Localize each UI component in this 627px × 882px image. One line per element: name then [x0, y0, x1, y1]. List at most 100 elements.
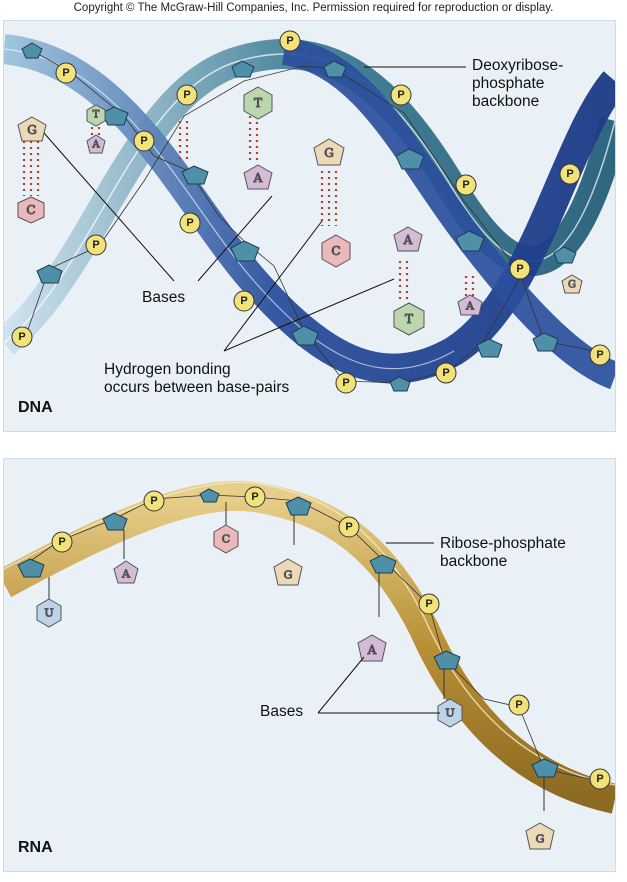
base-letter: T: [254, 96, 262, 110]
svg-text:P: P: [566, 168, 573, 180]
dna-panel: G C T A T A G C A T A G P: [3, 20, 616, 432]
svg-text:P: P: [442, 367, 449, 379]
sugar: [455, 230, 485, 252]
base-letter: G: [568, 280, 576, 291]
hydrogen-bond-label: Hydrogen bonding occurs between base-pai…: [104, 361, 290, 396]
phosphate: P: [508, 694, 530, 716]
base-u: [36, 598, 62, 628]
base-letter: U: [44, 607, 53, 620]
hydrogen-bonds: [22, 116, 475, 301]
dna-diagram: G C T A T A G C A T A G P: [4, 30, 615, 394]
sugar: [433, 650, 461, 670]
base-letter: C: [331, 244, 340, 258]
base-t: [243, 86, 273, 120]
base-letter: G: [536, 833, 545, 846]
sugar: [102, 512, 128, 531]
sugar: [181, 165, 209, 185]
ribose-backbone-label: Ribose-phosphate backbone: [440, 535, 566, 570]
phosphate: P: [559, 163, 581, 185]
phosphate: P: [509, 258, 531, 280]
dna-strand-front-2: [281, 37, 615, 390]
sugar-group: [21, 42, 577, 392]
base-letter: A: [465, 300, 475, 313]
base-t: [393, 302, 425, 336]
base-a: [393, 226, 423, 252]
sugar: [532, 332, 559, 352]
svg-text:P: P: [342, 377, 349, 389]
sugar: [17, 558, 45, 578]
svg-text:P: P: [140, 135, 147, 147]
rna-sugar-group: [17, 488, 559, 778]
base-t: [86, 104, 106, 127]
sugar: [369, 554, 397, 574]
phosphate: P: [455, 174, 477, 196]
base-g: [525, 822, 555, 850]
base-c: [213, 524, 239, 554]
sugar: [36, 264, 63, 284]
rna-diagram: U A C G A U G P P P P P P P: [4, 480, 615, 850]
base-letter: A: [91, 140, 100, 151]
base-a: [243, 164, 273, 190]
sugar: [230, 240, 260, 262]
phosphate: P: [589, 344, 611, 366]
rna-strand: [4, 480, 615, 814]
phosphate: P: [335, 372, 357, 394]
phosphate: P: [338, 516, 360, 538]
sugar: [291, 325, 319, 346]
phosphate: P: [589, 768, 611, 790]
rna-phosphate-group: P P P P P P P: [51, 486, 611, 790]
rna-panel: U A C G A U G P P P P P P P: [3, 458, 616, 872]
sugar: [323, 60, 347, 78]
base-g: [17, 116, 47, 142]
base-letter: T: [93, 110, 100, 121]
sugar: [199, 488, 220, 503]
base-letter: U: [445, 707, 454, 720]
base-letter: A: [403, 233, 413, 247]
phosphate: P: [55, 62, 77, 84]
sugar: [21, 42, 43, 59]
sugar: [231, 60, 255, 78]
base-g: [561, 274, 583, 294]
base-letter: G: [27, 123, 37, 137]
svg-text:P: P: [186, 217, 193, 229]
base-u: [437, 698, 463, 728]
svg-text:P: P: [425, 598, 432, 610]
sugar: [285, 496, 312, 516]
rna-base-group: U A C G A U G: [36, 524, 555, 850]
rna-base-stalks: [48, 502, 545, 811]
callout-lines: [43, 66, 466, 352]
svg-text:P: P: [240, 295, 247, 307]
svg-text:P: P: [397, 89, 404, 101]
phosphate: P: [279, 30, 301, 52]
svg-text:P: P: [345, 521, 352, 533]
rna-panel-label: RNA: [18, 839, 53, 856]
rna-bases-label: Bases: [260, 703, 304, 720]
svg-text:P: P: [150, 495, 157, 507]
svg-text:P: P: [62, 67, 69, 79]
phosphate: P: [85, 234, 107, 256]
svg-text:P: P: [516, 263, 523, 275]
phosphate: P: [418, 593, 440, 615]
base-letter: G: [284, 569, 293, 582]
svg-text:P: P: [58, 536, 65, 548]
sugar: [395, 148, 425, 170]
sugar: [389, 376, 411, 392]
base-group: G C T A T A G C A T A G: [17, 86, 583, 336]
phosphate: P: [51, 531, 73, 553]
base-g: [313, 138, 345, 166]
dna-strand-front-edge: [4, 48, 455, 370]
phosphate: P: [435, 362, 457, 384]
copyright-notice: Copyright © The McGraw-Hill Companies, I…: [73, 2, 554, 14]
base-a: [457, 294, 483, 316]
dna-panel-label: DNA: [18, 399, 53, 416]
svg-text:P: P: [596, 773, 603, 785]
base-c: [17, 196, 45, 224]
phosphate: P: [176, 84, 198, 106]
sugar: [553, 246, 577, 264]
base-letter: A: [253, 171, 263, 185]
svg-text:P: P: [183, 89, 190, 101]
base-a: [113, 560, 139, 584]
sugar: [531, 758, 559, 778]
sugar: [476, 338, 503, 358]
rna-callout-lines: [317, 542, 440, 714]
